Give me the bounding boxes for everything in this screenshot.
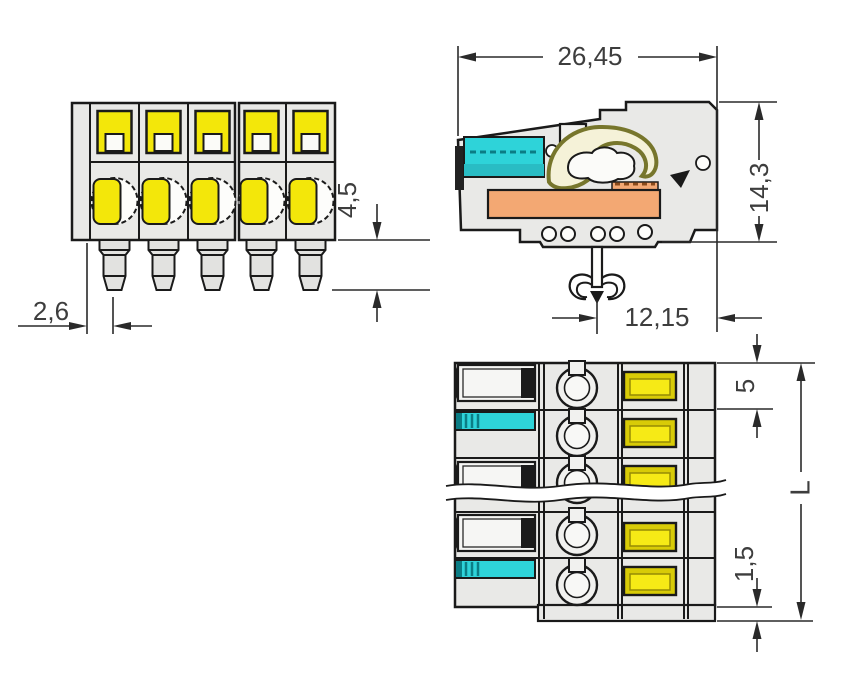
dim-label-edge-to-first-pole: 2,6 <box>33 296 69 326</box>
wire-shadow <box>464 164 544 176</box>
push-buttons <box>96 109 329 155</box>
dim-arrow-down-icon <box>372 222 382 240</box>
lever-windows <box>622 370 678 597</box>
dim-arrow-up-icon <box>372 290 382 308</box>
dim-latch-to-face: 12,15 <box>552 300 762 334</box>
dim-label-pole-pitch: 5 <box>730 379 760 393</box>
dim-label-pin-protrusion: 4,5 <box>332 182 362 218</box>
dim-arrow-right-icon <box>699 52 717 62</box>
bottom-detail-holes <box>541 224 653 242</box>
dim-label-latch-to-face: 12,15 <box>624 302 689 332</box>
flange-hole <box>695 155 711 171</box>
clamp-cavity <box>566 146 636 184</box>
dim-arrow-left-icon <box>458 52 476 62</box>
dim-flange-overhang: 1,5 <box>717 546 813 652</box>
top-view <box>445 360 727 623</box>
dim-arrow-right-icon <box>579 314 597 322</box>
dim-label-total-length: L <box>785 480 816 496</box>
funnel-mouth <box>455 146 464 190</box>
wire-entry-ports <box>90 177 335 225</box>
dim-pin-protrusion: 4,5 <box>332 182 430 322</box>
dim-arrow-up-icon <box>754 102 764 120</box>
dim-arrow-up-icon <box>752 409 762 427</box>
dim-arrow-left-icon <box>113 322 131 330</box>
dim-label-height: 14,3 <box>744 163 774 214</box>
inserted-wires <box>455 411 536 579</box>
busbar <box>486 188 662 220</box>
dim-arrow-right-icon <box>69 322 87 330</box>
front-view <box>70 101 337 291</box>
dim-arrow-down-icon <box>796 602 806 620</box>
dim-arrow-left-icon <box>717 314 735 322</box>
dim-pole-pitch: 5 <box>717 334 815 438</box>
dim-arrow-up-icon <box>752 621 762 639</box>
spring-tip-arrow-icon <box>670 170 690 188</box>
dim-total-length: L <box>785 363 816 620</box>
break-lines <box>445 479 727 503</box>
dim-arrow-down-icon <box>752 589 762 607</box>
dim-arrow-up-icon <box>796 363 806 381</box>
dim-edge-to-first-pole: 2,6 <box>18 243 152 334</box>
solder-pins <box>98 239 327 291</box>
plan-bottom-flange <box>536 603 717 623</box>
dim-label-total-depth: 26,45 <box>557 41 622 71</box>
dim-arrow-down-icon <box>754 224 764 242</box>
side-section-view <box>455 100 719 304</box>
dim-height: 14,3 <box>662 101 777 243</box>
snap-in-foot <box>568 245 626 304</box>
dim-label-flange-overhang: 1,5 <box>729 546 759 582</box>
dim-arrow-down-icon <box>752 345 762 363</box>
dim-total-depth: 26,45 <box>457 41 718 332</box>
